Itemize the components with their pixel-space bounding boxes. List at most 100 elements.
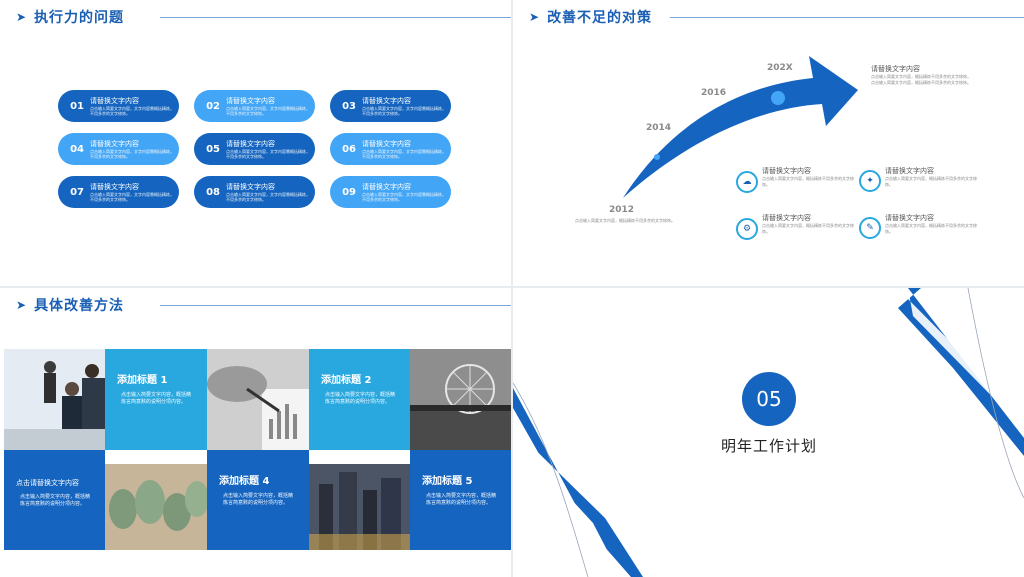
year-label-202x: 202X [767,63,793,73]
header-divider [670,17,1024,18]
item-number: 01 [70,100,84,112]
item-heading: 请替换文字内容 [90,182,139,191]
feature-body: 点击输入简要文字内容，概括精炼不用多余的文字修饰。 [762,176,854,187]
item-number: 04 [70,143,84,155]
photo-city-night [309,464,410,550]
chevron-right-icon: ➤ [529,10,540,24]
growth-arrow [623,56,858,198]
feature-heading: 请替换文字内容 [762,167,811,175]
photo-ferris-wheel [410,349,511,450]
growth-arrow-graphic [623,56,858,198]
item-body: 点击输入简要文字内容，文字内容需概括精炼，不用多余的文字修饰。 [90,191,174,202]
item-pill-02[interactable]: 02 请替换文字内容点击输入简要文字内容，文字内容需概括精炼，不用多余的文字修饰… [194,90,315,122]
section-title: 明年工作计划 [720,437,817,455]
item-number: 07 [70,186,84,198]
method-tile-2[interactable]: 添加标题 2 点击输入简要文字内容，概括精炼言简意赅的说明分项内容。 [309,349,410,450]
item-pill-01[interactable]: 01 请替换文字内容点击输入简要文字内容，文字内容需概括精炼，不用多余的文字修饰… [58,90,179,122]
gear-icon: ⚙ [736,218,758,240]
slide-header: ➤ 具体改善方法 [16,296,124,314]
item-pill-03[interactable]: 03 请替换文字内容点击输入简要文字内容，文字内容需概括精炼，不用多余的文字修饰… [330,90,451,122]
documents-illustration [207,349,309,450]
item-number: 05 [206,143,220,155]
photo-meeting [4,349,105,450]
method-tile-3[interactable]: 点击请替换文字内容 点击输入简要文字内容，概括精炼言简意赅的说明分项内容。 [4,450,105,550]
cloud-icon: ☁ [736,171,758,193]
arrow-callout: 请替换文字内容 点击输入简要文字内容，概括精炼不用多余的文字修饰，点击输入简要文… [871,65,971,85]
feature-body: 点击输入简要文字内容，概括精炼不用多余的文字修饰。 [885,176,977,187]
slide-title: 具体改善方法 [34,298,125,314]
feature-item: 请替换文字内容 点击输入简要文字内容，概括精炼不用多余的文字修饰。 [762,214,860,234]
header-divider [160,17,511,18]
item-number: 02 [206,100,220,112]
feature-body: 点击输入简要文字内容，概括精炼不用多余的文字修饰。 [885,223,977,234]
chevron-right-icon: ➤ [16,10,27,24]
item-body: 点击输入简要文字内容，文字内容需概括精炼，不用多余的文字修饰。 [362,105,446,116]
method-tile-1[interactable]: 添加标题 1 点击输入简要文字内容，概括精炼言简意赅的说明分项内容。 [105,349,207,450]
photo-documents [207,349,309,450]
item-heading: 请替换文字内容 [90,96,139,105]
slide-title: 改善不足的对策 [547,10,653,26]
tile-body: 点击输入简要文字内容，概括精炼言简意赅的说明分项内容。 [426,493,497,506]
photo-cactus [105,464,207,550]
milestone-dot [771,91,785,105]
item-body: 点击输入简要文字内容，文字内容需概括精炼，不用多余的文字修饰。 [90,105,174,116]
tile-body: 点击输入简要文字内容，概括精炼言简意赅的说明分项内容。 [121,392,192,405]
feature-heading: 请替换文字内容 [885,167,934,175]
slide-improvement-measures[interactable]: ➤ 改善不足的对策 2012 2014 2016 202X 点击输入简要文字内容… [513,0,1024,286]
item-number: 09 [342,186,356,198]
item-number: 03 [342,100,356,112]
item-pill-04[interactable]: 04 请替换文字内容点击输入简要文字内容，文字内容需概括精炼，不用多余的文字修饰… [58,133,179,165]
item-body: 点击输入简要文字内容，文字内容需概括精炼，不用多余的文字修饰。 [226,148,310,159]
item-number: 06 [342,143,356,155]
year-label-2016: 2016 [701,88,727,98]
tile-heading: 添加标题 4 [219,476,270,487]
feature-item: 请替换文字内容 点击输入简要文字内容，概括精炼不用多余的文字修饰。 [885,214,983,234]
feature-item: 请替换文字内容 点击输入简要文字内容，概括精炼不用多余的文字修饰。 [885,167,983,187]
item-body: 点击输入简要文字内容，文字内容需概括精炼，不用多余的文字修饰。 [362,148,446,159]
chevron-right-icon: ➤ [16,298,27,312]
item-pill-05[interactable]: 05 请替换文字内容点击输入简要文字内容，文字内容需概括精炼，不用多余的文字修饰… [194,133,315,165]
cactus-illustration [105,464,207,550]
item-heading: 请替换文字内容 [226,182,275,191]
tile-heading: 添加标题 2 [321,375,372,386]
milestone-dot [654,154,660,160]
header-divider [160,305,511,306]
tile-body: 点击输入简要文字内容，概括精炼言简意赅的说明分项内容。 [223,493,294,506]
item-pill-06[interactable]: 06 请替换文字内容点击输入简要文字内容，文字内容需概括精炼，不用多余的文字修饰… [330,133,451,165]
item-heading: 请替换文字内容 [362,139,411,148]
item-heading: 请替换文字内容 [90,139,139,148]
slide-specific-methods[interactable]: ➤ 具体改善方法 添加标题 1 点击输入简要文字内容，概括精炼言简意赅的说明分项… [0,288,511,577]
item-pill-08[interactable]: 08 请替换文字内容点击输入简要文字内容，文字内容需概括精炼，不用多余的文字修饰… [194,176,315,208]
item-body: 点击输入简要文字内容，文字内容需概括精炼，不用多余的文字修饰。 [90,148,174,159]
item-body: 点击输入简要文字内容，文字内容需概括精炼，不用多余的文字修饰。 [362,191,446,202]
tile-heading: 添加标题 5 [422,476,473,487]
slide-execution-problems[interactable]: ➤ 执行力的问题 01 请替换文字内容点击输入简要文字内容，文字内容需概括精炼，… [0,0,511,286]
callout-body: 点击输入简要文字内容，概括精炼不用多余的文字修饰，点击输入简要文字内容，概括精炼… [871,74,971,85]
method-tile-4[interactable]: 添加标题 4 点击输入简要文字内容，概括精炼言简意赅的说明分项内容。 [207,450,309,550]
item-heading: 请替换文字内容 [362,182,411,191]
feature-heading: 请替换文字内容 [762,214,811,222]
tile-body: 点击输入简要文字内容，概括精炼言简意赅的说明分项内容。 [325,392,396,405]
item-pill-09[interactable]: 09 请替换文字内容点击输入简要文字内容，文字内容需概括精炼，不用多余的文字修饰… [330,176,451,208]
callout-heading: 请替换文字内容 [871,65,920,73]
item-body: 点击输入简要文字内容，文字内容需概括精炼，不用多余的文字修饰。 [226,105,310,116]
chevron-decoration [513,288,1024,577]
item-heading: 请替换文字内容 [226,96,275,105]
feature-item: 请替换文字内容 点击输入简要文字内容，概括精炼不用多余的文字修饰。 [762,167,860,187]
slide-title: 执行力的问题 [34,10,125,26]
method-tile-5[interactable]: 添加标题 5 点击输入简要文字内容，概括精炼言简意赅的说明分项内容。 [410,450,511,550]
slide-next-year-plan[interactable]: 05 明年工作计划 [513,288,1024,577]
start-note: 点击输入简要文字内容，概括精炼不用多余的文字修饰。 [575,218,675,223]
tile-heading: 添加标题 1 [117,375,168,386]
item-heading: 请替换文字内容 [226,139,275,148]
year-label-2014: 2014 [646,123,672,133]
feature-heading: 请替换文字内容 [885,214,934,222]
lightbulb-icon: ✦ [859,170,881,192]
item-pill-07[interactable]: 07 请替换文字内容点击输入简要文字内容，文字内容需概括精炼，不用多余的文字修饰… [58,176,179,208]
item-heading: 请替换文字内容 [362,96,411,105]
city-illustration [309,464,410,550]
section-number-badge: 05 [742,372,796,426]
year-label-2012: 2012 [609,205,635,215]
slide-header: ➤ 执行力的问题 [16,8,124,26]
